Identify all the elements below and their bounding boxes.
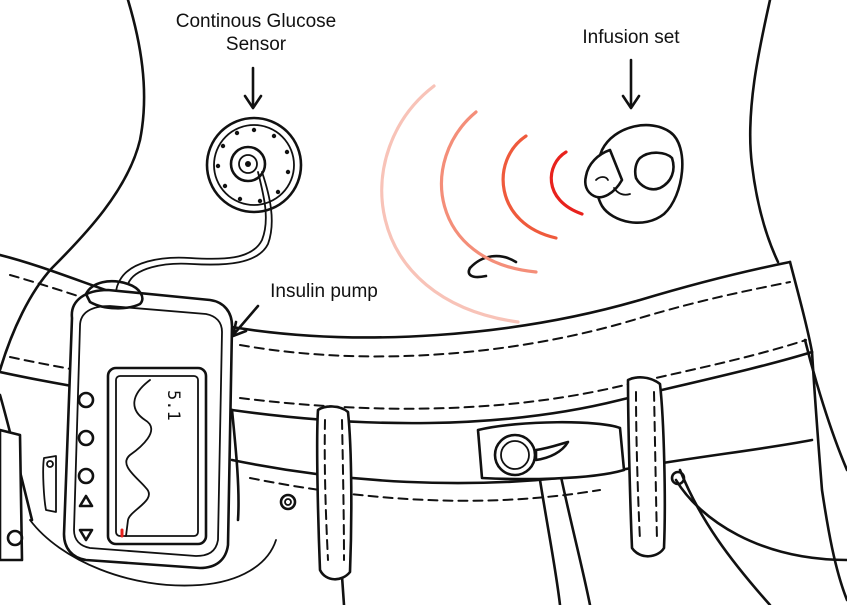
signal-arc-1 [549, 150, 584, 216]
label-infusion-set: Infusion set [582, 27, 680, 48]
label-glucose-sensor-line1: Continous Glucose [175, 11, 337, 32]
belt-buckle [476, 420, 626, 481]
signal-arc-2 [501, 134, 558, 240]
infusion-set [583, 123, 684, 224]
rivet [279, 493, 297, 511]
signal-arc-4 [380, 84, 520, 324]
sensor-tubing [115, 171, 267, 305]
rivet [284, 498, 292, 506]
label-insulin-pump: Insulin pump [270, 281, 378, 302]
sensor-tubing [127, 171, 273, 285]
arrow-to-pump [231, 304, 260, 338]
label-glucose-sensor: Continous Glucose Sensor [159, 10, 353, 56]
signal-arc-3 [440, 110, 538, 274]
arrow-to-sensor [243, 66, 263, 110]
label-glucose-sensor-line2: Sensor [225, 34, 287, 55]
belt-loops [0, 376, 667, 581]
glucose-sensor [205, 116, 303, 214]
rivet [6, 529, 24, 547]
insulin-pump [29, 280, 277, 587]
pump-glucose-trace [125, 379, 153, 537]
pump-reading: 5.1 [163, 390, 183, 421]
wireless-signal [380, 84, 584, 324]
arrow-to-infusion-set [621, 58, 641, 110]
